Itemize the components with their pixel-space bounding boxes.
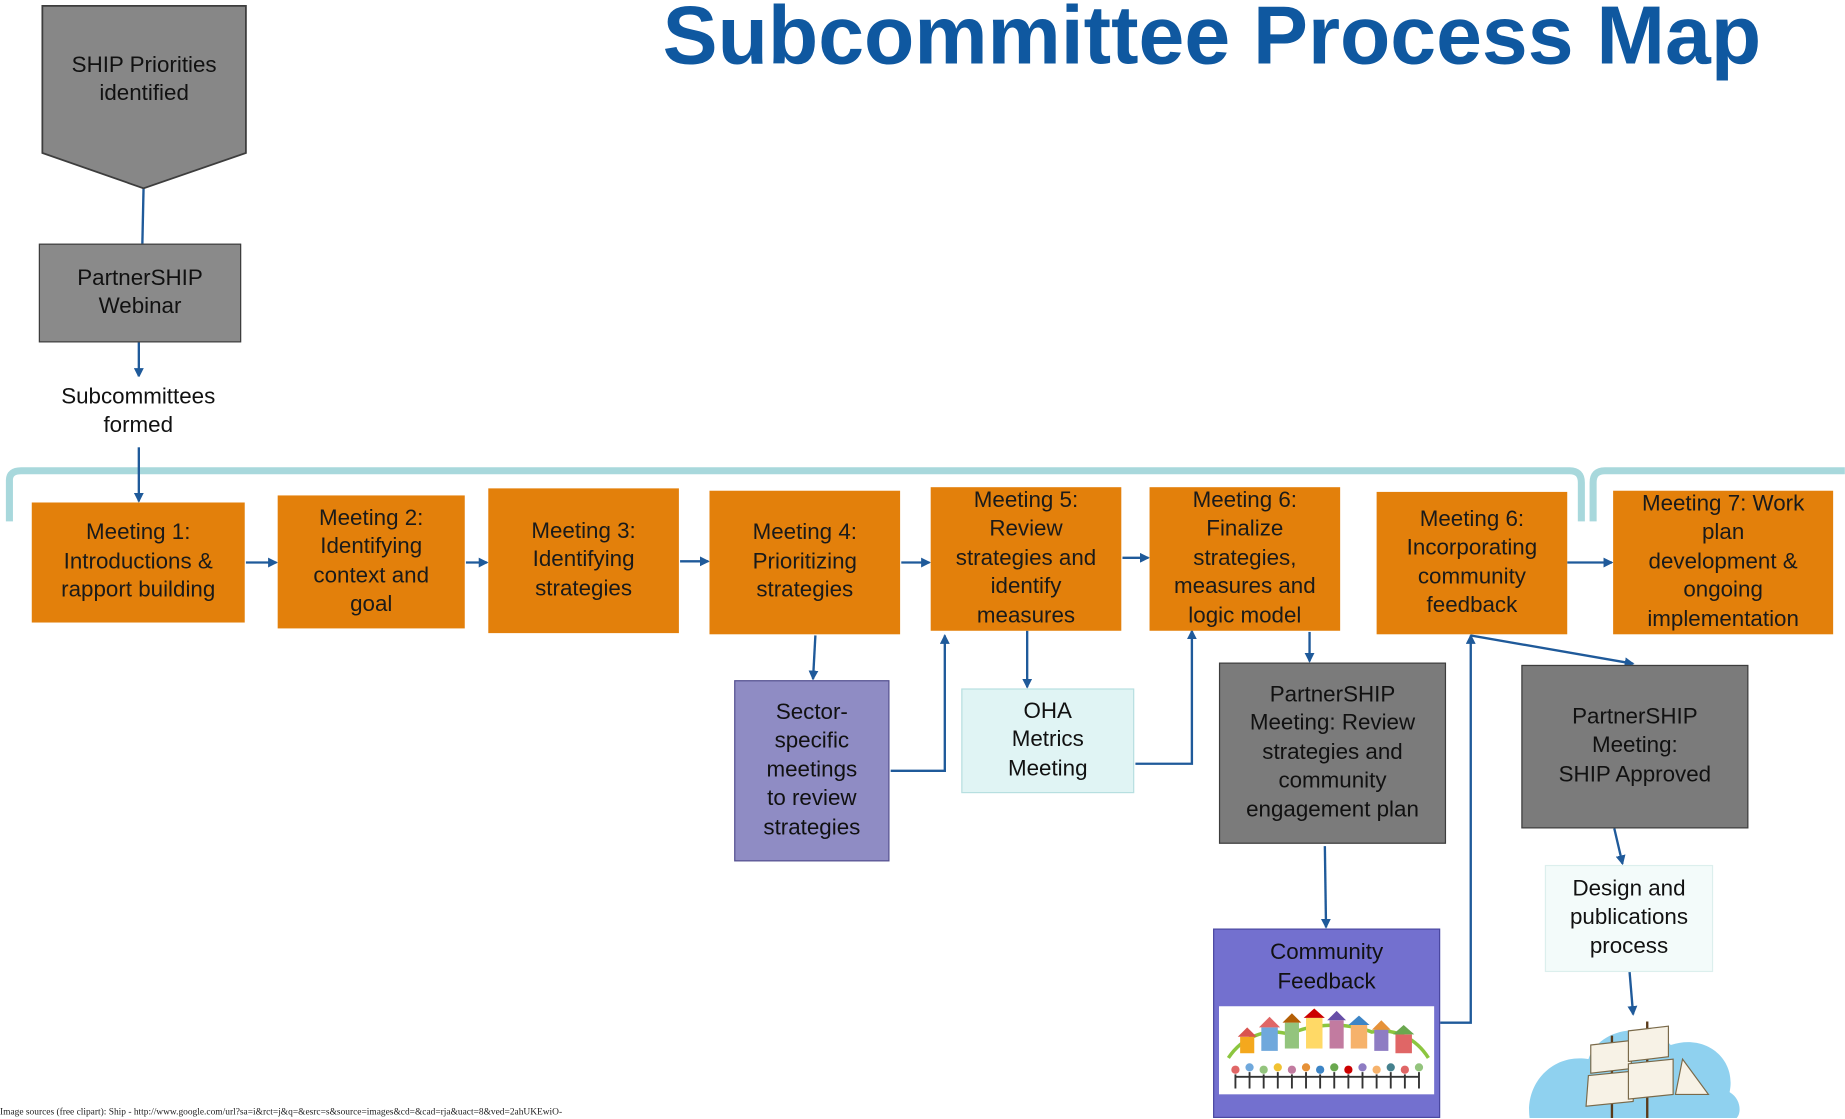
subcommittees-formed-label: Subcommittees formed	[61, 384, 216, 438]
line-priorities-to-webinar	[141, 188, 145, 244]
partnership-approved-node: PartnerSHIP Meeting: SHIP Approved	[1521, 664, 1749, 829]
partnership-webinar-label: PartnerSHIP Webinar	[77, 265, 203, 319]
meeting-3-label: Meeting 3: Identifying strategies	[531, 518, 636, 602]
image-source-footnote: Image sources (free clipart): Ship - htt…	[0, 1106, 563, 1117]
meeting-6b-node: Meeting 6: Incorporating community feedb…	[1376, 491, 1568, 635]
subcommittees-formed-node: Subcommittees formed	[31, 376, 245, 448]
community-clipart-icon	[1218, 1006, 1435, 1095]
ship-priorities-label: SHIP Priorities identified	[71, 52, 217, 106]
design-publications-label: Design and publications process	[1569, 876, 1689, 959]
arrow-m6b-to-approved	[1470, 634, 1635, 668]
partnership-webinar-node: PartnerSHIP Webinar	[38, 243, 242, 343]
arrow-sector-to-m5	[890, 633, 950, 772]
meeting-3-node: Meeting 3: Identifying strategies	[488, 488, 679, 634]
community-feedback-label: Community Feedback	[1270, 940, 1384, 994]
arrow-oha-to-m6a	[1135, 629, 1197, 765]
phase-bracket-right	[1589, 467, 1845, 522]
community-feedback-node: Community Feedback	[1213, 928, 1441, 1118]
arrow-review-to-community	[1320, 846, 1331, 929]
meeting-1-label: Meeting 1: Introductions & rapport build…	[61, 520, 216, 603]
oha-metrics-label: OHA Metrics Meeting	[1007, 698, 1088, 782]
page-title: Subcommittee Process Map	[662, 0, 1762, 82]
partnership-approved-label: PartnerSHIP Meeting: SHIP Approved	[1558, 704, 1712, 787]
arrow-community-to-m6b	[1440, 633, 1476, 1024]
sector-meetings-label: Sector- specific meetings to review stra…	[763, 699, 861, 840]
sector-meetings-node: Sector- specific meetings to review stra…	[734, 680, 890, 862]
meeting-5-label: Meeting 5: Review strategies and identif…	[955, 488, 1097, 629]
meeting-4-label: Meeting 4: Prioritizing strategies	[752, 520, 857, 603]
partnership-review-label: PartnerSHIP Meeting: Review strategies a…	[1246, 682, 1419, 823]
arrow-design-to-ship	[1627, 971, 1638, 1016]
meeting-7-node: Meeting 7: Work plan development & ongoi…	[1613, 490, 1834, 635]
design-publications-node: Design and publications process	[1544, 864, 1714, 973]
meeting-1-node: Meeting 1: Introductions & rapport build…	[31, 502, 245, 623]
oha-metrics-node: OHA Metrics Meeting	[961, 688, 1135, 794]
meeting-6b-label: Meeting 6: Incorporating community feedb…	[1406, 506, 1538, 618]
meeting-6a-node: Meeting 6: Finalize strategies, measures…	[1149, 487, 1341, 631]
partnership-review-node: PartnerSHIP Meeting: Review strategies a…	[1218, 662, 1447, 844]
phase-bracket-left	[5, 467, 1585, 522]
arrow-m4-to-sector	[808, 635, 819, 681]
meeting-5-node: Meeting 5: Review strategies and identif…	[930, 487, 1122, 631]
meeting-4-node: Meeting 4: Prioritizing strategies	[709, 490, 901, 635]
ship-priorities-node: SHIP Priorities identified	[42, 35, 246, 124]
meeting-7-label: Meeting 7: Work plan development & ongoi…	[1641, 491, 1805, 632]
meeting-2-node: Meeting 2: Identifying context and goal	[277, 495, 465, 629]
meeting-6a-label: Meeting 6: Finalize strategies, measures…	[1174, 488, 1316, 629]
meeting-2-label: Meeting 2: Identifying context and goal	[313, 505, 430, 617]
arrow-approved-to-design	[1613, 828, 1626, 866]
